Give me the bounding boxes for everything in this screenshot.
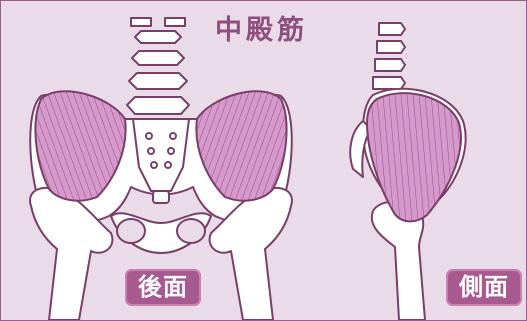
lateral-gluteus-medius — [367, 93, 461, 221]
lateral-view-label: 側面 — [446, 269, 522, 306]
page-title: 中殿筋 — [215, 17, 308, 44]
lumbar-spine — [127, 18, 189, 114]
posterior-view-label: 後面 — [125, 269, 201, 306]
lateral-lumbar-spine — [373, 23, 405, 89]
